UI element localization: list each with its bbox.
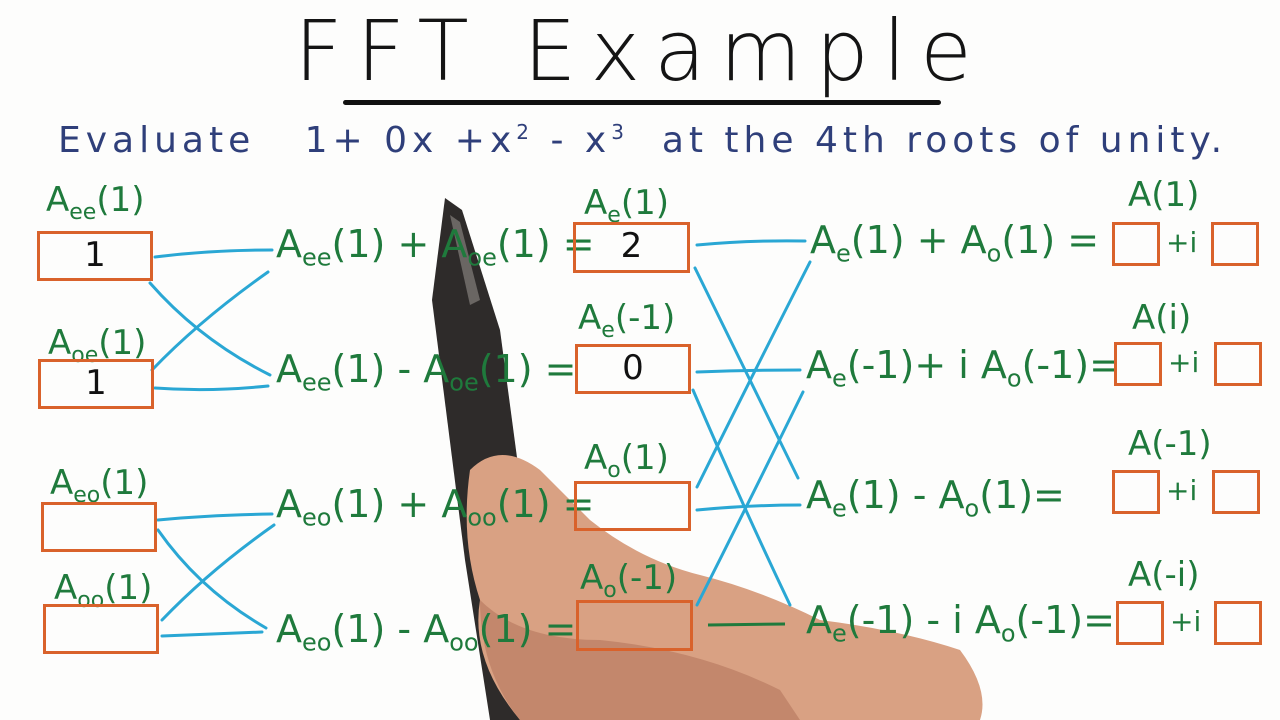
problem-statement: Evaluate 1+ 0x +x2 - x3 at the 4th roots…	[58, 120, 1227, 161]
plus-i: +i	[1170, 605, 1202, 638]
stage2-expression: Ae(-1) - i Ao(-1)=	[806, 598, 1115, 648]
plus-i: +i	[1166, 226, 1198, 259]
result-real-box[interactable]	[1114, 342, 1162, 386]
subtitle-tail: at the 4th roots of unity.	[661, 120, 1228, 161]
stage1-expression: Aee(1) + Aoe(1) =	[276, 222, 595, 272]
stage1-label: Ae(-1)	[578, 298, 676, 343]
stage0-label: Aoe(1)	[48, 323, 147, 368]
result-imag-box[interactable]	[1214, 601, 1262, 645]
pen-highlight	[450, 215, 480, 305]
stage2-expression: Ae(1) + Ao(1) =	[810, 218, 1100, 268]
stage1-box[interactable]	[574, 481, 691, 531]
stage0-label: Aee(1)	[46, 180, 145, 225]
plus-i: +i	[1168, 346, 1200, 379]
page-title: FFT Example	[294, 2, 986, 100]
stage2-expression: Ae(1) - Ao(1)=	[806, 473, 1065, 523]
stage1-label: Ae(1)	[584, 183, 669, 228]
stage0-box[interactable]	[43, 604, 159, 654]
result-imag-box[interactable]	[1212, 470, 1260, 514]
result-real-box[interactable]	[1112, 222, 1160, 266]
exponent: 2	[516, 120, 534, 144]
result-imag-box[interactable]	[1211, 222, 1259, 266]
stage0-box[interactable]	[41, 502, 157, 552]
stage1-label: Ao(1)	[584, 438, 669, 483]
exponent: 3	[611, 120, 629, 144]
stage1-box[interactable]	[576, 600, 693, 651]
stage1-expression: Aeo(1) - Aoo(1) =	[276, 607, 577, 657]
poly-part: 1+ 0x +x	[304, 120, 517, 161]
result-label: A(-1)	[1128, 424, 1212, 464]
stage0-label: Aoo(1)	[54, 568, 153, 613]
stage1-label: Ao(-1)	[580, 558, 678, 603]
poly-part: - x	[550, 120, 612, 161]
title-underline	[343, 100, 941, 105]
plus-i: +i	[1166, 474, 1198, 507]
result-real-box[interactable]	[1112, 470, 1160, 514]
stage1-expression: Aee(1) - Aoe(1) =	[276, 347, 577, 397]
hand-shadow	[480, 600, 800, 720]
result-label: A(i)	[1132, 298, 1192, 338]
result-label: A(-i)	[1128, 555, 1200, 595]
stage0-box[interactable]: 1	[37, 231, 153, 281]
stage1-expression: Aeo(1) + Aoo(1) =	[276, 482, 595, 532]
result-label: A(1)	[1128, 175, 1200, 215]
result-real-box[interactable]	[1116, 601, 1164, 645]
stage1-box[interactable]: 2	[573, 222, 690, 273]
stage1-box[interactable]: 0	[575, 344, 691, 394]
result-imag-box[interactable]	[1214, 342, 1262, 386]
stage0-box[interactable]: 1	[38, 359, 154, 409]
subtitle-lead: Evaluate	[58, 120, 256, 161]
stage2-expression: Ae(-1)+ i Ao(-1)=	[806, 343, 1121, 393]
